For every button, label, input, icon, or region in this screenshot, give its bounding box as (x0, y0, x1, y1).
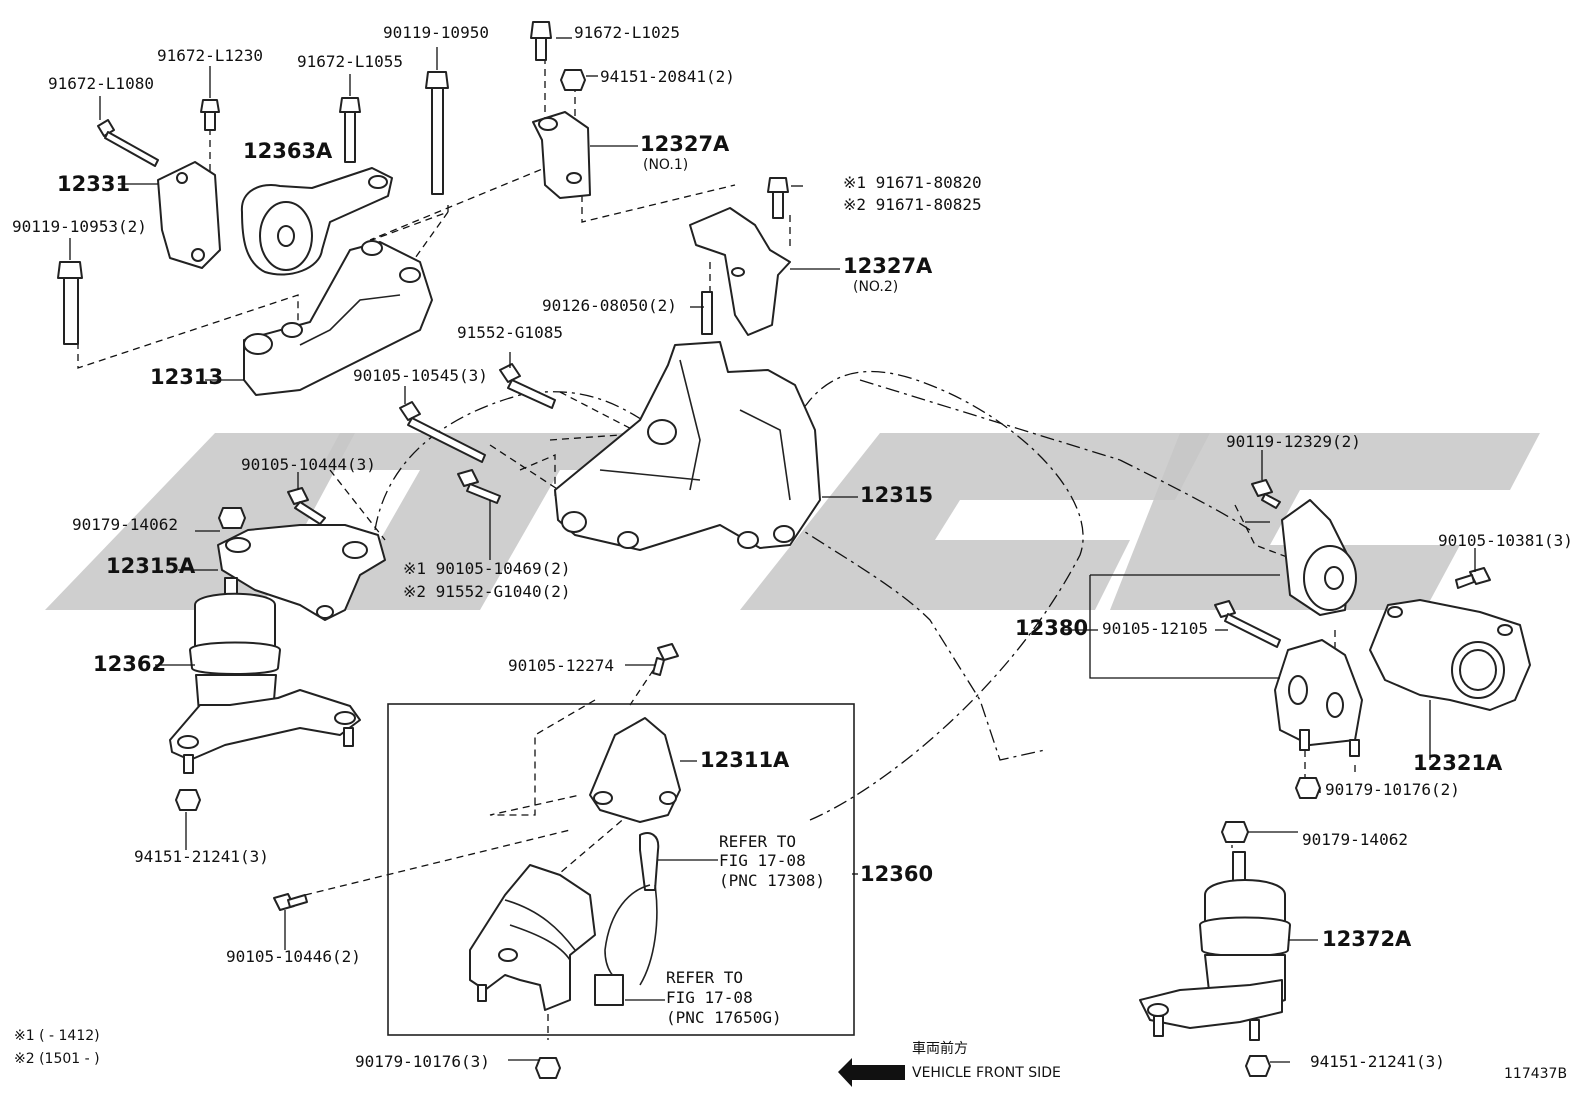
nut-90179-10176-2 (1295, 777, 1321, 799)
bolt-91672-L1055 (339, 97, 361, 163)
stud-90126-08050 (701, 291, 713, 335)
label-12313: 12313 (150, 365, 223, 389)
bolt-90105-10381 (1455, 567, 1491, 589)
mount-12360-body (469, 864, 596, 1011)
nut-90179-10176-3 (535, 1057, 561, 1079)
bracket-12315 (554, 341, 821, 551)
label-90105-12274: 90105-12274 (508, 656, 614, 675)
label-90119-10950: 90119-10950 (383, 23, 489, 42)
label-91672-L1025: 91672-L1025 (574, 23, 680, 42)
bolt-90105-10545 (399, 401, 486, 463)
label-front-jp: 車両前方 (912, 1040, 968, 1057)
label-12327A-no2: 12327A (843, 254, 933, 278)
label-12327A-no1: 12327A (640, 132, 730, 156)
label-91672-L1080: 91672-L1080 (48, 74, 154, 93)
label-front-en: VEHICLE FRONT SIDE (912, 1065, 1061, 1081)
label-90126-08050: 90126-08050(2) (542, 296, 677, 315)
bracket-12327A-no2 (689, 207, 791, 336)
label-90179-14062-b: 90179-14062 (1302, 830, 1408, 849)
label-90179-14062-a: 90179-14062 (72, 515, 178, 534)
bolt-90105-10469 (457, 469, 501, 504)
nut-94151-21241-a (175, 789, 201, 811)
bracket-12313 (243, 240, 433, 396)
label-94151-21241-b: 94151-21241(3) (1310, 1052, 1445, 1071)
label-90105-12105: 90105-12105 (1102, 619, 1208, 638)
bracket-12327A-no1 (532, 111, 591, 199)
label-91672-L1230: 91672-L1230 (157, 46, 263, 65)
label-12311A: 12311A (700, 748, 790, 772)
label-90179-10176-3: 90179-10176(3) (355, 1052, 490, 1071)
label-94151-20841: 94151-20841(2) (600, 67, 735, 86)
nut-94151-21241-b (1245, 1055, 1271, 1077)
part-labels: 91672-L1080 91672-L1230 91672-L1055 9011… (12, 23, 1573, 1082)
label-note2: ※2 (1501 - ) (14, 1051, 100, 1067)
label-90105-10444: 90105-10444(3) (241, 455, 376, 474)
label-12380: 12380 (1015, 616, 1088, 640)
label-90179-10176-2: 90179-10176(2) (1325, 780, 1460, 799)
label-12372A: 12372A (1322, 927, 1412, 951)
guide-lines (77, 45, 1446, 1040)
mount-12372A (1139, 851, 1291, 1041)
label-90105-10545: 90105-10545(3) (353, 366, 488, 385)
label-91552-G1040: ※2 91552-G1040(2) (403, 582, 571, 601)
label-90119-10953: 90119-10953(2) (12, 217, 147, 236)
label-refer2-line1: REFER TO (666, 968, 743, 987)
label-refer2-line3: (PNC 17650G) (666, 1008, 782, 1027)
bolt-90105-12274 (652, 643, 679, 676)
label-note1: ※1 ( - 1412) (14, 1028, 100, 1044)
label-12321A: 12321A (1413, 751, 1503, 775)
vacuum-hose (594, 832, 660, 1006)
bolt-91672-L1080 (97, 119, 159, 167)
label-diagram-id: 117437B (1504, 1066, 1567, 1082)
label-91672-L1055: 91672-L1055 (297, 52, 403, 71)
mount-12363A (240, 167, 393, 276)
label-12363A: 12363A (243, 139, 333, 163)
damper-12380 (1274, 499, 1363, 757)
bracket-12331 (157, 161, 221, 269)
label-12327A-no1-sub: (NO.1) (643, 157, 688, 173)
label-90119-12329: 90119-12329(2) (1226, 432, 1361, 451)
label-91671-80820: ※1 91671-80820 (843, 173, 982, 192)
label-12315A: 12315A (106, 554, 196, 578)
label-12331: 12331 (57, 172, 130, 196)
bolt-90105-10446 (273, 893, 308, 911)
insulator-12311A (589, 717, 681, 823)
bracket-12315A (217, 524, 386, 621)
label-12360: 12360 (860, 862, 933, 886)
mount-12362 (169, 577, 361, 774)
group-bracket-12380 (1089, 574, 1280, 679)
label-12315: 12315 (860, 483, 933, 507)
label-90105-10381: 90105-10381(3) (1438, 531, 1573, 550)
label-refer1-line3: (PNC 17308) (719, 871, 825, 890)
label-91552-G1085: 91552-G1085 (457, 323, 563, 342)
bolt-90119-10953 (57, 261, 83, 345)
box-12360 (387, 703, 855, 1036)
label-refer1-line1: REFER TO (719, 832, 796, 851)
label-12327A-no2-sub: (NO.2) (853, 279, 898, 295)
bolt-90105-12105 (1214, 600, 1281, 648)
label-12362: 12362 (93, 652, 166, 676)
label-90105-10446: 90105-10446(2) (226, 947, 361, 966)
nut-90179-14062-b (1221, 821, 1249, 843)
bolt-91552-G1085 (499, 363, 556, 409)
label-94151-21241-a: 94151-21241(3) (134, 847, 269, 866)
nut-94151-20841 (560, 69, 586, 91)
front-arrow-icon (838, 1058, 905, 1087)
nut-90179-14062-a (218, 507, 246, 529)
bolt-90119-10950 (425, 71, 449, 195)
bracket-12321A (1369, 599, 1531, 711)
bolt-91671 (767, 177, 789, 219)
bolt-90119-12329 (1251, 479, 1281, 509)
label-90105-10469: ※1 90105-10469(2) (403, 559, 571, 578)
bolt-91672-L1230 (200, 99, 220, 131)
bolt-91672-L1025 (530, 21, 552, 61)
label-refer1-line2: FIG 17-08 (719, 851, 806, 870)
label-refer2-line2: FIG 17-08 (666, 988, 753, 1007)
leader-lines (69, 37, 1476, 1063)
label-91671-80825: ※2 91671-80825 (843, 195, 982, 214)
